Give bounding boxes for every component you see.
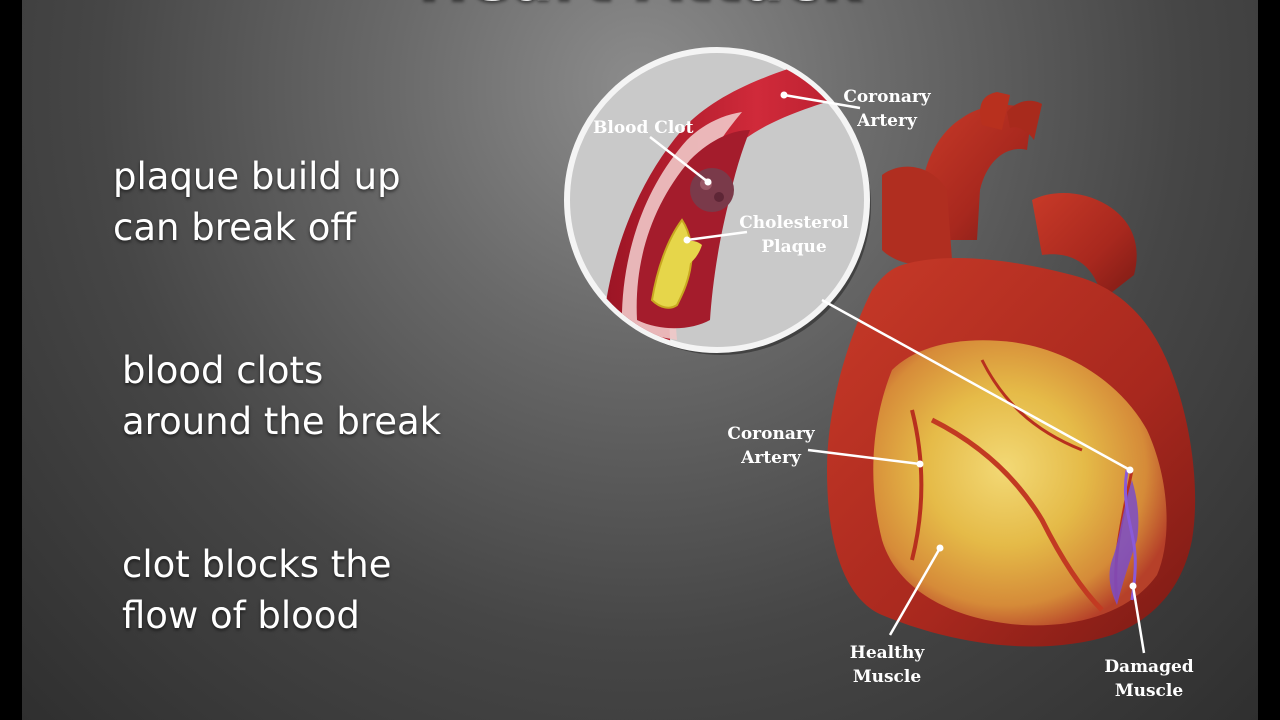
label-damaged-2: Muscle: [1115, 681, 1184, 701]
bullet-block-line-2: flow of blood: [122, 594, 360, 637]
artery-tube: [601, 52, 865, 348]
leader-inset-to-heart: [821, 298, 1131, 472]
coronary-vessel-2: [930, 417, 1104, 612]
slide-title: Heart Attack: [22, 0, 1258, 15]
leader-healthy: [888, 547, 942, 636]
bullet-clot-line-1: blood clots: [122, 349, 324, 392]
coronary-vessel-3: [980, 359, 1083, 452]
bullet-block-line-1: clot blocks the: [122, 543, 392, 586]
leader-lines: [649, 93, 1146, 654]
label-cholesterol-2: Plaque: [761, 237, 827, 257]
damaged-muscle-region: [1109, 480, 1139, 605]
label-coronary-left-2: Artery: [740, 448, 802, 468]
heart-attack-diagram: Blood Clot Coronary Artery Cholesterol P…: [564, 47, 1196, 701]
dot-coronary-top: [780, 91, 788, 99]
label-healthy-1: Healthy: [850, 643, 926, 663]
bullet-plaque-line-1: plaque build up: [113, 155, 401, 198]
leader-blood-clot: [649, 136, 709, 183]
leader-coronary-left: [807, 448, 921, 466]
slide: Heart Attack plaque build up can break o…: [22, 0, 1258, 720]
artery-inset: [564, 47, 871, 355]
blood-clot-texture-2: [714, 192, 724, 202]
bullet-plaque: plaque build up can break off: [113, 151, 401, 253]
bullet-plaque-line-2: can break off: [113, 206, 356, 249]
leader-plaque: [686, 230, 748, 242]
label-blood-clot: Blood Clot: [593, 118, 694, 138]
bullet-clot-line-2: around the break: [122, 400, 442, 443]
dot-inset-to-heart: [1126, 466, 1134, 474]
leader-coronary-top: [783, 93, 861, 110]
blood-clot: [690, 168, 734, 212]
dot-healthy: [936, 544, 944, 552]
bullet-clot: blood clots around the break: [122, 345, 441, 447]
dot-damaged: [1129, 582, 1137, 590]
heart-fat-surface: [873, 340, 1167, 626]
pulmonary-artery: [1032, 193, 1137, 300]
right-atrium: [882, 166, 952, 266]
cholesterol-plaque: [650, 218, 693, 309]
label-coronary-left-1: Coronary: [727, 424, 815, 444]
dot-blood-clot: [704, 178, 712, 186]
vessel-top-2: [1007, 100, 1042, 140]
label-coronary-top-1: Coronary: [843, 87, 931, 107]
leader-dots: [683, 91, 1137, 590]
label-cholesterol-1: Cholesterol: [739, 213, 849, 233]
dot-plaque: [683, 236, 691, 244]
label-damaged-1: Damaged: [1104, 657, 1193, 677]
vessel-top-1: [980, 92, 1010, 130]
coronary-vessel-1: [910, 409, 924, 561]
label-coronary-top-2: Artery: [856, 111, 918, 131]
bullet-block: clot blocks the flow of blood: [122, 539, 391, 641]
plaque-lower: [672, 240, 702, 268]
heart: [827, 92, 1196, 647]
label-healthy-2: Muscle: [853, 667, 922, 687]
dot-coronary-left: [916, 460, 924, 468]
leader-damaged: [1131, 585, 1146, 654]
